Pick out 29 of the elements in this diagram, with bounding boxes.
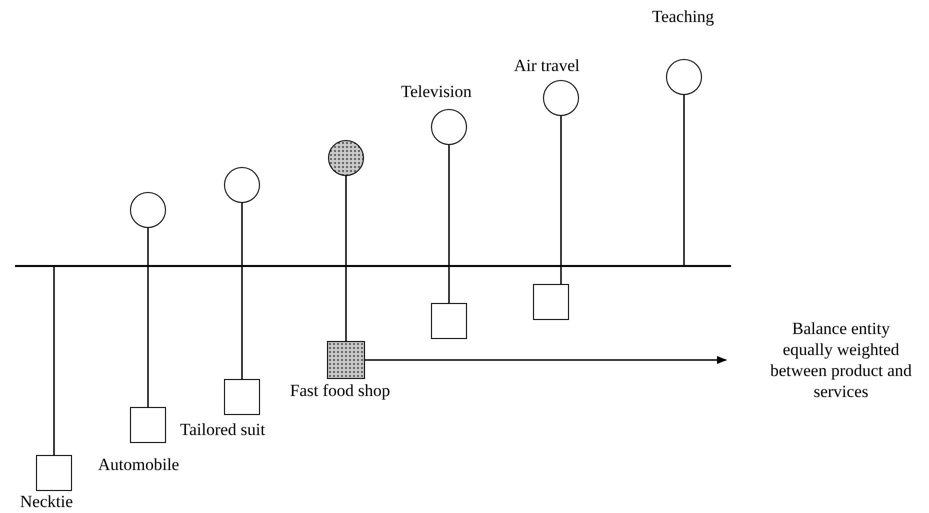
item-label: Fast food shop bbox=[290, 381, 390, 401]
service-circle bbox=[666, 59, 702, 95]
service-circle bbox=[130, 192, 166, 228]
product-square bbox=[533, 284, 569, 320]
item-label: Teaching bbox=[652, 7, 714, 27]
connector-line bbox=[53, 267, 55, 455]
product-square bbox=[327, 341, 365, 379]
connector-line bbox=[448, 145, 450, 303]
connector-line bbox=[345, 176, 347, 341]
product-square bbox=[224, 379, 260, 415]
connector-line bbox=[241, 203, 243, 379]
baseline-bar bbox=[15, 265, 731, 267]
annotation-text: Balance entity equally weighted between product and services bbox=[766, 318, 916, 408]
item-label: Air travel bbox=[514, 56, 580, 76]
item-label: Necktie bbox=[20, 492, 73, 512]
item-label: Automobile bbox=[98, 455, 180, 475]
product-square bbox=[431, 303, 467, 339]
arrow bbox=[365, 356, 727, 364]
service-circle bbox=[543, 80, 579, 116]
product-square bbox=[36, 455, 72, 491]
connector-line bbox=[147, 228, 149, 407]
service-circle bbox=[224, 167, 260, 203]
service-circle bbox=[431, 109, 467, 145]
product-square bbox=[130, 407, 166, 443]
connector-line bbox=[683, 95, 685, 265]
service-circle bbox=[328, 140, 364, 176]
item-label: Television bbox=[401, 82, 472, 102]
connector-line bbox=[560, 116, 562, 284]
item-label: Tailored suit bbox=[180, 420, 266, 440]
